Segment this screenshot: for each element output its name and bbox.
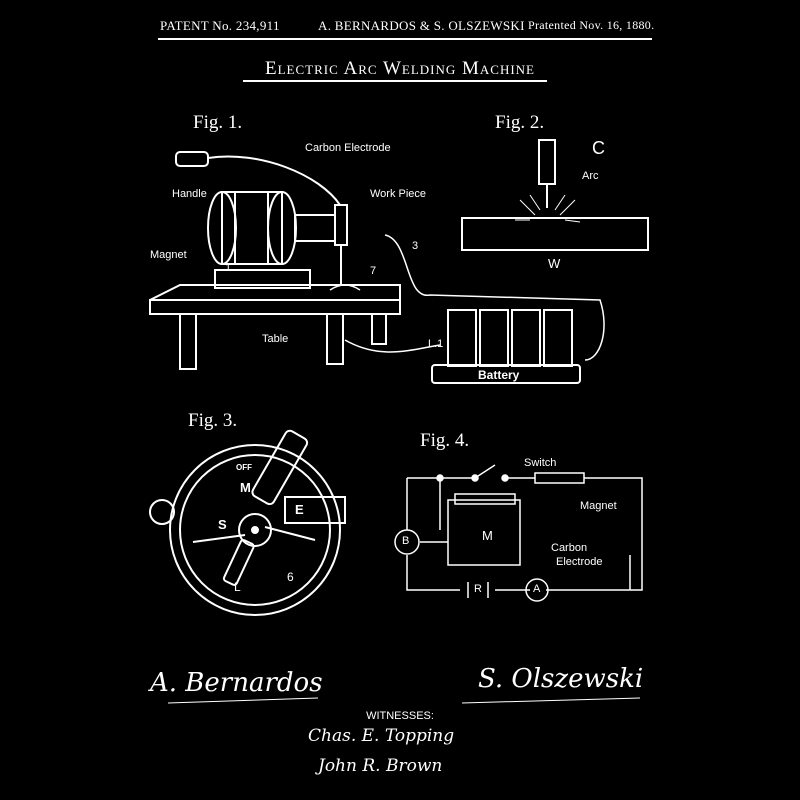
- label-carbon: Carbon: [551, 542, 588, 554]
- witnesses-heading: WITNESSES:: [366, 710, 434, 722]
- signature-bernardos: A. Bernardos: [150, 668, 323, 698]
- fig1-electrode-handle: [175, 151, 361, 291]
- label-battery: Battery: [478, 368, 520, 382]
- fig3-switch-dial: [149, 429, 346, 616]
- label-carbon-electrode: Carbon Electrode: [305, 142, 391, 154]
- label-w: W: [548, 256, 561, 271]
- label-b: B: [402, 535, 410, 547]
- label-7: 7: [370, 265, 377, 277]
- signature-line-right: [461, 697, 641, 704]
- fig1-label: Fig. 1.: [193, 112, 243, 133]
- signature-olszewski: S. Olszewski: [478, 664, 644, 694]
- fig3-label: Fig. 3.: [188, 410, 238, 431]
- label-off: OFF: [236, 463, 252, 472]
- label-arc: Arc: [582, 170, 599, 182]
- fig1-table: [149, 269, 401, 370]
- fig1-battery: [431, 309, 581, 384]
- inventors: A. BERNARDOS & S. OLSZEWSKI: [318, 18, 525, 33]
- label-6: 6: [287, 570, 294, 584]
- witness-topping: Chas. E. Topping: [308, 726, 455, 746]
- witness-brown: John R. Brown: [318, 756, 443, 776]
- label-work-piece: Work Piece: [370, 188, 427, 200]
- signature-line-left: [167, 697, 319, 704]
- label-magnet: Magnet: [150, 249, 187, 261]
- page-title: Electric Arc Welding Machine: [265, 58, 535, 79]
- label-l: L: [234, 580, 241, 594]
- patent-number: PATENT No. 234,911: [160, 18, 280, 33]
- label-handle: Handle: [172, 188, 207, 200]
- fig2-label: Fig. 2.: [495, 112, 545, 133]
- fig4-circuit: [394, 464, 643, 602]
- fig4-label: Fig. 4.: [420, 430, 470, 451]
- fig1-wiring: [344, 234, 605, 361]
- label-m: M: [240, 480, 251, 495]
- patent-date: Pratented Nov. 16, 1880.: [528, 18, 655, 32]
- label-l1: L.1: [428, 338, 444, 350]
- label-a: A: [533, 583, 541, 595]
- label-s: S: [218, 517, 227, 532]
- label-1: 1: [225, 262, 232, 274]
- label-e: E: [295, 502, 304, 517]
- fig2-workpiece: [461, 139, 649, 251]
- label-fig4-magnet: Magnet: [580, 500, 617, 512]
- label-switch: Switch: [524, 457, 557, 469]
- label-fig4-m: M: [482, 528, 493, 543]
- fig1-magnet-motor: [207, 191, 336, 265]
- label-electrode: Electrode: [556, 556, 603, 568]
- label-3: 3: [412, 240, 419, 252]
- label-table: Table: [262, 333, 289, 345]
- label-r: R: [474, 583, 482, 595]
- label-c: C: [592, 138, 605, 158]
